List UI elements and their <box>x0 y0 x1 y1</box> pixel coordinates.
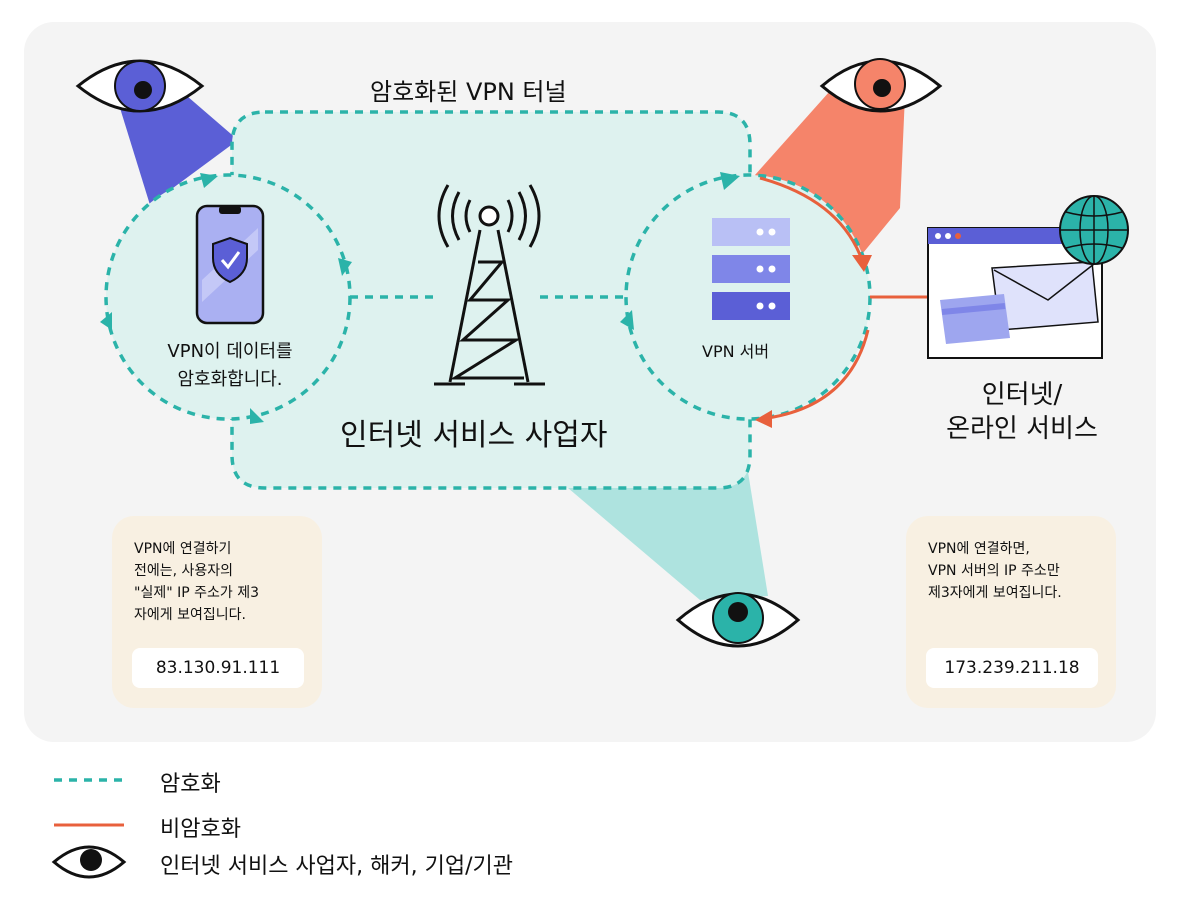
cell-tower-icon <box>434 184 545 386</box>
arrowhead-icon <box>250 408 264 424</box>
phone-caption: VPN이 데이터를 암호화합니다. <box>120 338 340 394</box>
globe-icon <box>1059 195 1129 265</box>
server-rack-icon <box>712 218 790 320</box>
phone-caption-line: VPN이 데이터를 <box>167 341 293 362</box>
arrowhead-icon <box>338 258 352 276</box>
legend-encrypted-label: 암호화 <box>160 772 221 797</box>
unencrypted-outbound-arrow <box>759 176 864 261</box>
note-line: 전에는, 사용자의 <box>134 563 234 579</box>
teal-observer-beam <box>568 472 768 600</box>
tunnel-title: 암호화된 VPN 터널 <box>370 78 567 106</box>
note-after-vpn: VPN에 연결하면, VPN 서버의 IP 주소만 제3자에게 보여집니다. 1… <box>906 516 1116 708</box>
purple-eye-icon <box>75 59 205 113</box>
browser-window-icon <box>927 227 1103 359</box>
note-before-text: VPN에 연결하기 전에는, 사용자의 "실제" IP 주소가 제3 자에게 보… <box>134 538 309 626</box>
purple-observer-beam <box>120 90 238 205</box>
internet-label-line: 온라인 서비스 <box>946 414 1098 444</box>
note-line: VPN에 연결하기 <box>134 541 232 557</box>
arrowhead-icon <box>852 255 872 272</box>
phone-caption-line: 암호화합니다. <box>177 369 283 390</box>
internet-label-line: 인터넷/ <box>981 380 1063 410</box>
note-before-vpn: VPN에 연결하기 전에는, 사용자의 "실제" IP 주소가 제3 자에게 보… <box>112 516 322 708</box>
legend-unencrypted-label: 비암호화 <box>160 817 241 842</box>
orange-eye-icon <box>819 58 943 113</box>
legend-eye-icon <box>51 845 127 879</box>
note-line: "실제" IP 주소가 제3 <box>134 585 259 601</box>
arrowhead-icon <box>200 173 218 188</box>
envelope-icon <box>991 261 1099 331</box>
legend-watchers-label: 인터넷 서비스 사업자, 해커, 기업/기관 <box>160 854 513 879</box>
note-line: 자에게 보여집니다. <box>134 607 246 623</box>
note-line: 제3자에게 보여집니다. <box>928 585 1062 601</box>
internet-label: 인터넷/ 온라인 서비스 <box>922 378 1122 446</box>
vpn-ip-address: 173.239.211.18 <box>926 648 1098 688</box>
note-after-text: VPN에 연결하면, VPN 서버의 IP 주소만 제3자에게 보여집니다. <box>928 538 1103 604</box>
arrowhead-icon <box>620 310 634 330</box>
real-ip-address: 83.130.91.111 <box>132 648 304 688</box>
orange-observer-beam <box>755 82 905 275</box>
arrowhead-icon <box>100 312 112 330</box>
note-line: VPN에 연결하면, <box>928 541 1030 557</box>
credit-card-icon <box>940 294 1010 344</box>
smartphone-shield-icon <box>195 204 265 325</box>
arrowhead-icon <box>720 172 740 190</box>
unencrypted-return-arrow <box>767 329 870 420</box>
isp-label: 인터넷 서비스 사업자 <box>340 418 608 453</box>
teal-eye-icon <box>675 592 801 648</box>
arrowhead-icon <box>755 410 772 428</box>
server-label: VPN 서버 <box>702 342 770 361</box>
note-line: VPN 서버의 IP 주소만 <box>928 563 1060 579</box>
